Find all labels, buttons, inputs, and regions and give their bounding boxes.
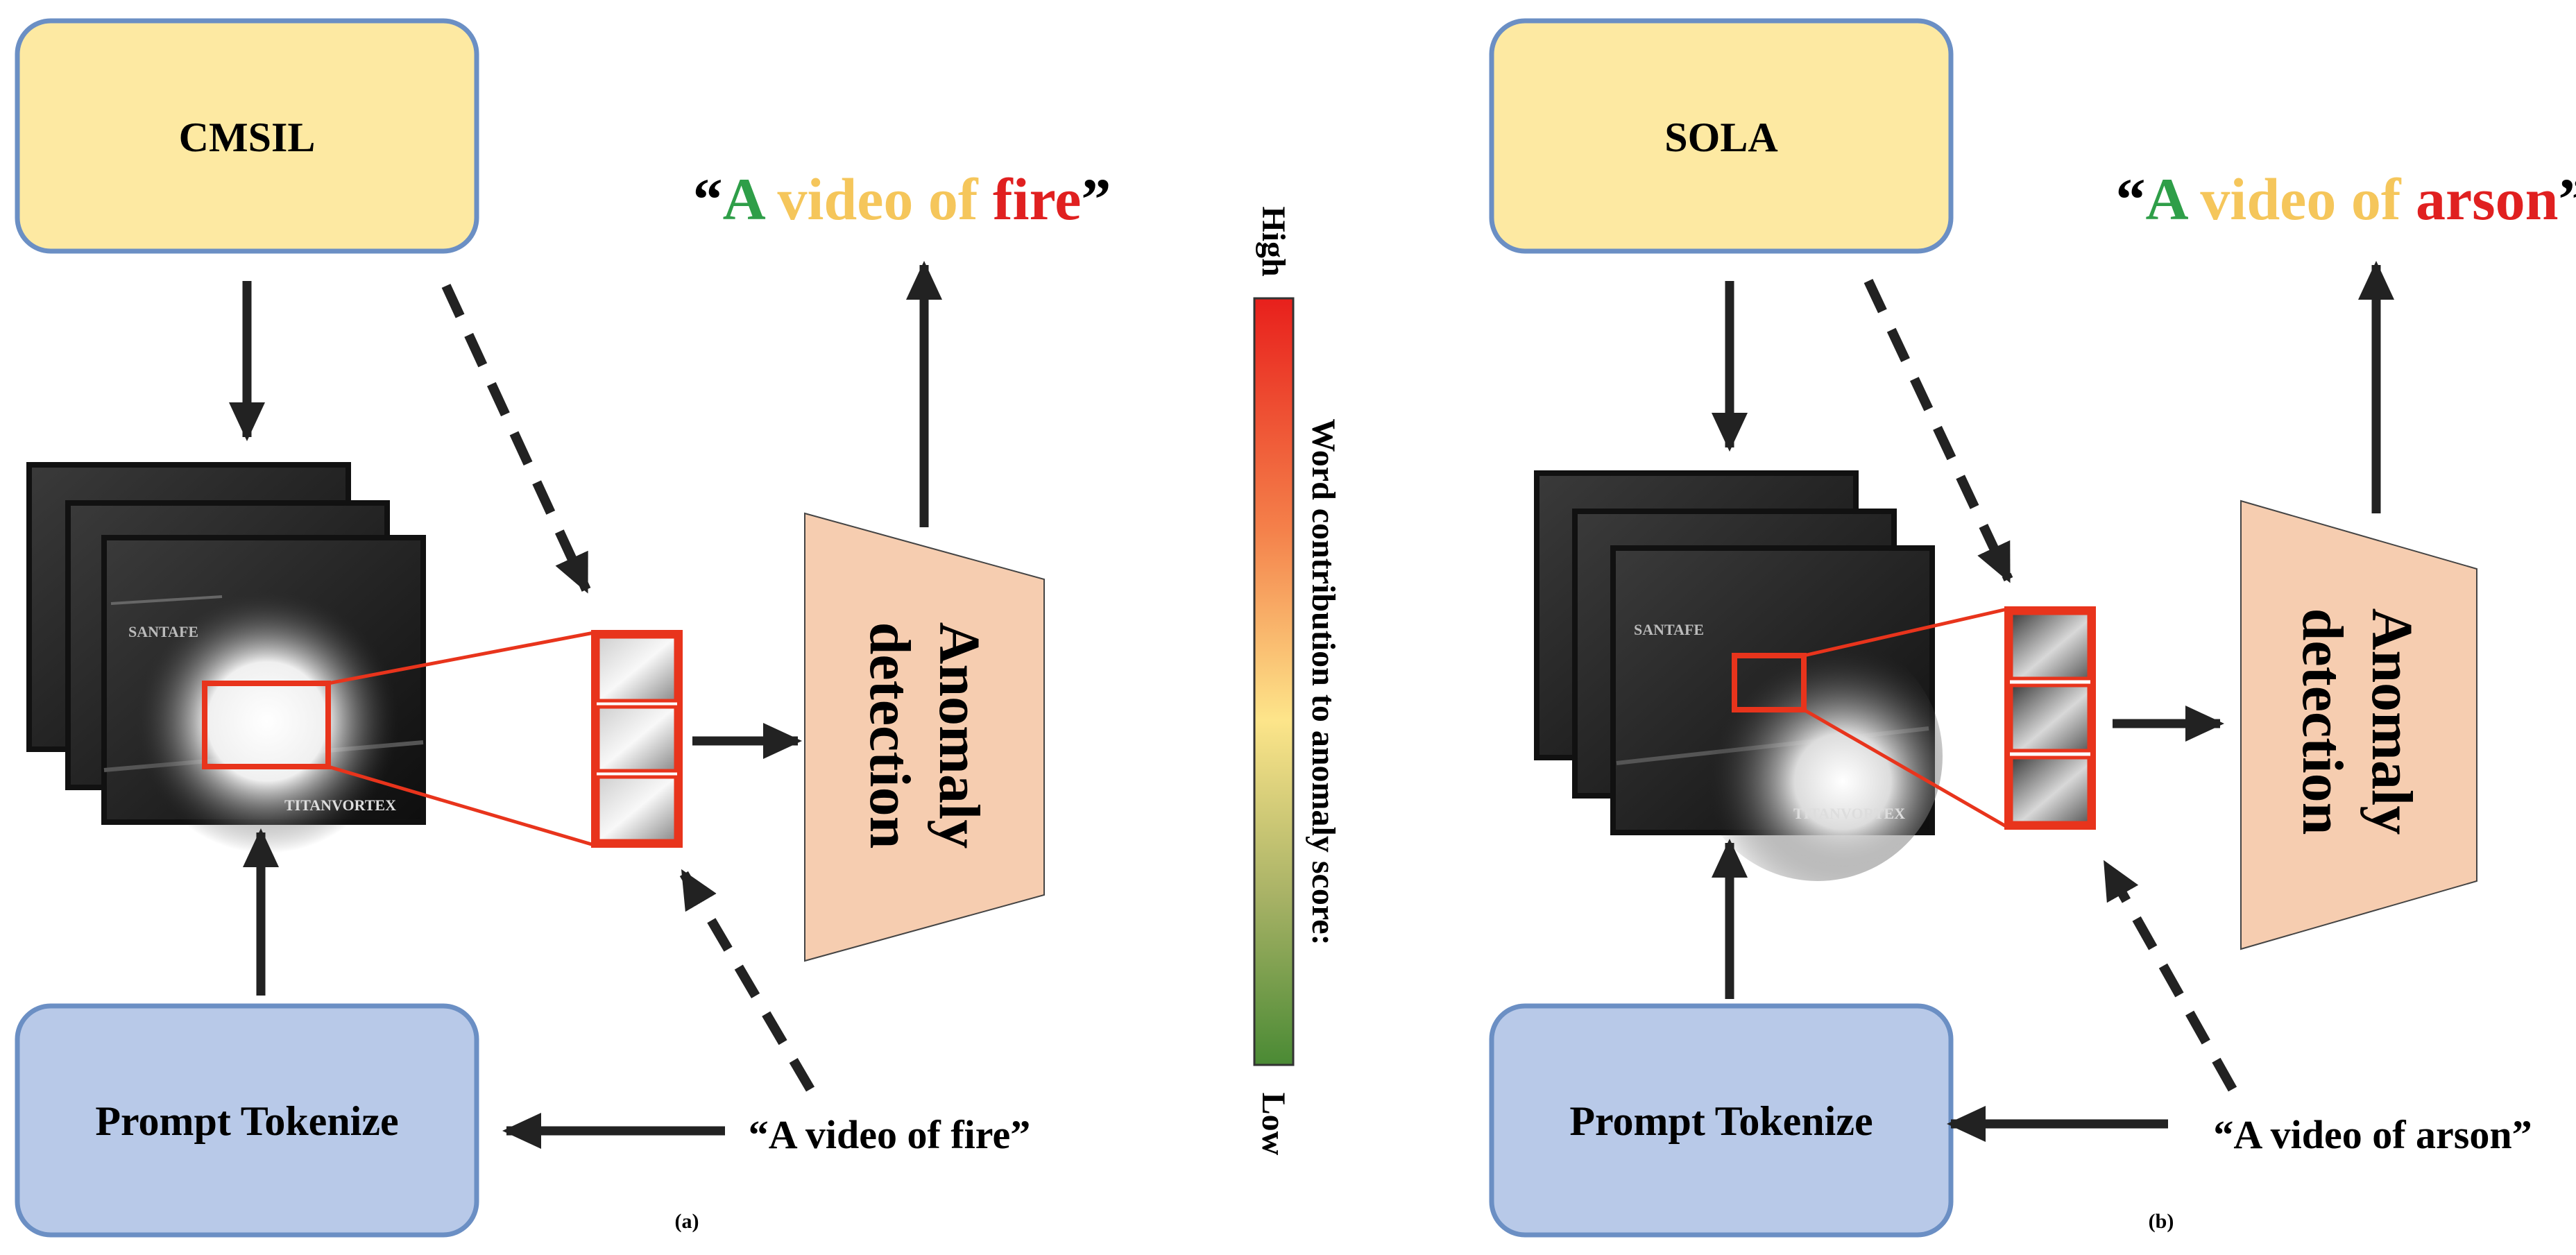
prompt-tokenize-box [15, 1003, 479, 1238]
zoom-line-bottom [1802, 708, 2008, 829]
caption-a: (a) [675, 1210, 699, 1233]
video-frames-stack: SANTAFE TITANVORTEX [26, 462, 426, 853]
video-frames-stack: SANTAFE TITANVORTEX [1534, 470, 1943, 881]
scale-title: Word contribution to anomaly score: [1305, 418, 1342, 945]
prompt-text: “A video of arson” [2213, 1112, 2532, 1157]
detector-label-line2: detection [858, 622, 922, 849]
detector-label-line1: Anomaly [927, 622, 991, 849]
zoom-line-bottom [327, 765, 595, 847]
sola-box [1489, 18, 1954, 254]
prompt-tokenize-label: Prompt Tokenize [1569, 1098, 1873, 1144]
dashed-arrow-prompt-to-crops [679, 869, 815, 1092]
detector-label-line2: detection [2290, 608, 2355, 835]
frame-watermark: TITANVORTEX [1793, 805, 1905, 822]
frame-watermark: TITANVORTEX [284, 796, 396, 814]
zoom-line-top [1803, 607, 2008, 658]
scale-low-label: Low [1255, 1093, 1292, 1156]
anomaly-detector [804, 512, 1045, 962]
prompt-tokenize-label: Prompt Tokenize [95, 1098, 398, 1144]
prompt-text: “A video of fire” [749, 1112, 1030, 1157]
sola-label: SOLA [1664, 114, 1777, 160]
detector-label-line1: Anomaly [2360, 608, 2424, 835]
frame-sign: SANTAFE [128, 623, 198, 640]
cmsil-label: CMSIL [179, 114, 316, 160]
cmsil-box [15, 18, 479, 254]
frame-highlight-box [1732, 653, 1807, 712]
panel-a: CMSIL SANTAFE TITANVORTEX [15, 18, 1111, 1238]
contribution-scale: High Low Word contribution to anomaly sc… [1253, 206, 1342, 1156]
frame-sign: SANTAFE [1634, 621, 1704, 638]
anomaly-detector [2240, 500, 2477, 950]
output-sentence: “A video of arson” [2116, 166, 2576, 232]
zoom-line-top [327, 631, 595, 685]
dashed-arrow-model-to-crops [1863, 279, 2013, 583]
panel-b: SOLA SANTAFE TITANVORTEX Anomaly detecti… [1489, 18, 2576, 1238]
caption-b: (b) [2149, 1210, 2174, 1233]
scale-bar [1253, 297, 1295, 1066]
scale-high-label: High [1255, 206, 1292, 276]
dashed-arrow-model-to-crops [441, 284, 591, 594]
dashed-arrow-prompt-to-crops [2101, 860, 2237, 1092]
crop-strip [2004, 606, 2096, 830]
crop-strip [591, 630, 683, 848]
output-sentence: “A video of fire” [693, 166, 1111, 232]
frame-highlight-box [202, 681, 331, 769]
